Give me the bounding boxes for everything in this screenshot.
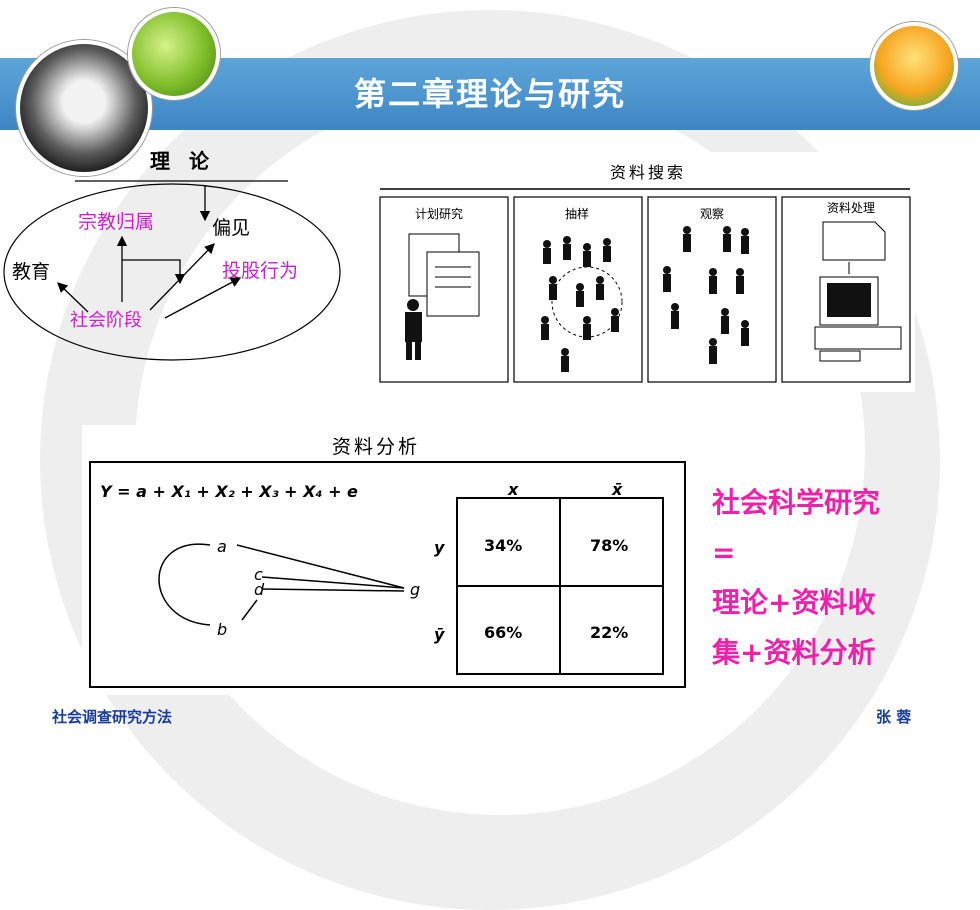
leaf-photo [128,8,220,100]
path-label-c: c [254,565,263,584]
node-prejudice: 偏见 [212,217,250,239]
panel-label-processing: 资料处理 [827,201,875,215]
analysis-equation: Y = a + X₁ + X₂ + X₃ + X₄ + e [100,482,358,501]
panel-label-observation: 观察 [700,207,724,221]
table-row-ybar: ȳ [434,625,445,644]
arrow-class-education [57,282,89,313]
data-search-figure: 资料搜索 计划研究 抽样 观察 [375,152,915,392]
search-panel-sampling: 抽样 [513,196,643,383]
node-religion: 宗教归属 [78,211,154,233]
theory-ellipse [3,183,341,361]
summary-line-4: 集+资料分析 [712,636,876,669]
data-analysis-figure: 资料分析 Y = a + X₁ + X₂ + X₃ + X₄ + e a c d… [82,425,692,695]
table-row-y: y [434,538,445,557]
table-col-xbar: x̄ [611,480,623,499]
table-cell-2-1: 66% [484,623,522,642]
search-panel-processing: 资料处理 [781,196,911,383]
node-voting: 投股行为 [222,260,298,282]
panel-label-plan: 计划研究 [415,206,463,221]
footer-course: 社会调查研究方法 [52,708,173,726]
summary-line-1: 社会科学研究 [712,486,881,519]
arrow-class-voting [164,277,242,319]
tulip-photo [870,22,958,110]
summary-line-3: 理论+资料收 [712,586,876,619]
summary-line-2: = [712,536,736,569]
panel-label-sampling: 抽样 [565,206,589,221]
analysis-frame [89,461,686,688]
theory-heading: 理 论 [150,149,215,173]
footer-author: 张 蓉 [876,708,912,726]
path-curve [158,543,211,626]
search-panel-observation: 观察 [647,196,777,383]
path-label-g: g [410,580,420,599]
search-title: 资料搜索 [610,163,686,182]
path-label-b: b [217,620,227,639]
arrow-branch [122,259,186,285]
search-panel-plan: 计划研究 [379,196,509,383]
summary-text: 社会科学研究 = 理论+资料收 集+资料分析 [712,478,912,678]
path-label-d: d [254,580,265,599]
table-cell-1-2: 78% [590,536,628,555]
table-cell-1-1: 34% [484,536,522,555]
page-title: 第二章理论与研究 [353,75,626,113]
node-education: 教育 [12,261,50,283]
node-class: 社会阶段 [70,310,142,331]
path-label-a: a [217,537,227,556]
table-col-x: x [507,480,519,499]
arrow-class-prejudice [149,243,215,311]
theory-diagram: 理 论 宗教归属 偏见 教育 投股行为 社会阶段 [3,149,341,361]
table-cell-2-2: 22% [590,623,628,642]
analysis-title: 资料分析 [332,436,420,458]
